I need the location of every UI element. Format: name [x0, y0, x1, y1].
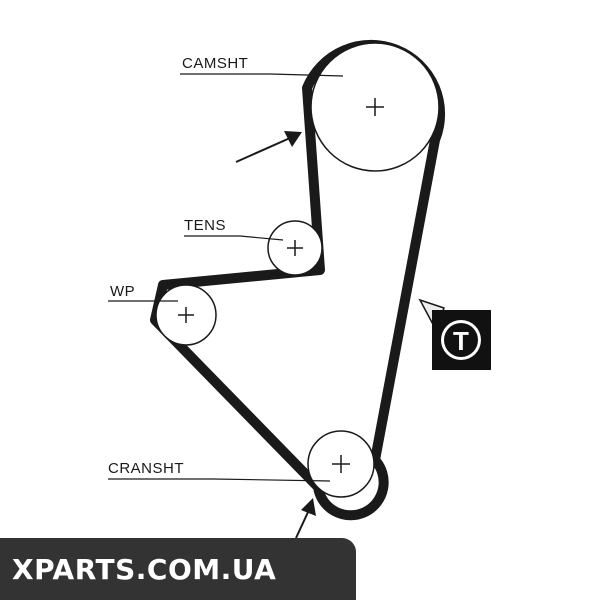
camshaft-leader: [180, 73, 344, 77]
tensioner-label: TENS: [184, 217, 226, 234]
camshaft-label: CAMSHT: [182, 55, 248, 72]
crankshaft-pulley: [307, 430, 375, 498]
center-cross-icon: [287, 240, 303, 256]
center-cross-icon: [332, 455, 350, 473]
watermark-text: XPARTS.COM.UA: [12, 552, 277, 586]
direction-arrow-icon: [235, 131, 302, 163]
water-pump-label: WP: [110, 283, 135, 300]
camshaft-pulley: [310, 42, 440, 172]
tension-badge-letter: T: [453, 326, 469, 356]
rotation-arrow-icon: [295, 498, 316, 539]
leader-lines: [108, 73, 344, 482]
tension-marker: T: [418, 298, 491, 370]
tensioner-leader: [184, 235, 284, 241]
center-cross-icon: [178, 307, 194, 323]
water-pump-pulley: [155, 284, 217, 346]
watermark-banner: XPARTS.COM.UA: [0, 538, 356, 600]
tensioner-pulley: [267, 220, 323, 276]
crankshaft-leader: [108, 478, 331, 482]
center-cross-icon: [366, 98, 384, 116]
crankshaft-label: CRANSHT: [108, 460, 184, 477]
